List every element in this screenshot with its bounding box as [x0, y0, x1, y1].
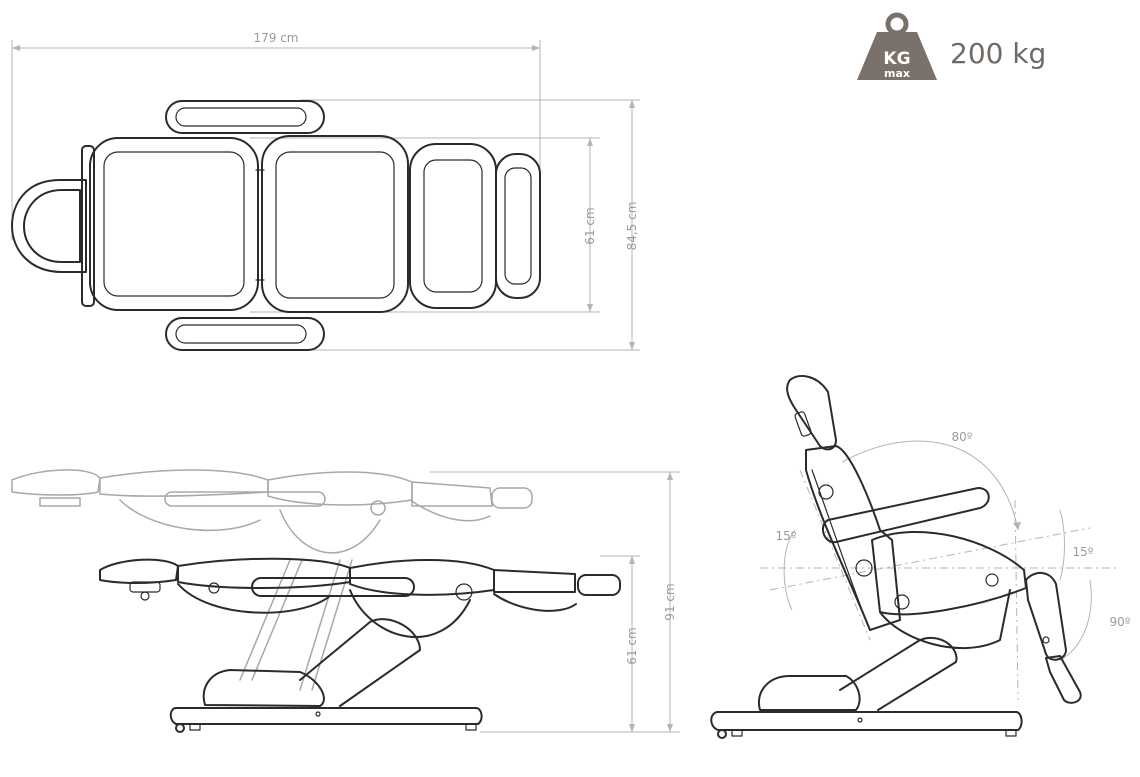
raised-position-ghost — [11, 469, 533, 554]
length-label: 179 cm — [253, 31, 298, 45]
chair-base-side — [169, 618, 483, 733]
total-width-label: 84,5 cm — [625, 202, 639, 251]
backrest-angle-label: 80º — [952, 430, 973, 444]
backrest-side — [805, 445, 901, 631]
backrest-top — [89, 137, 259, 311]
legrest-top — [409, 143, 497, 309]
chair-base-reclined — [710, 637, 1023, 739]
max-weight-badge: KG max 200 kg — [857, 12, 1046, 80]
seat-top — [255, 135, 409, 313]
legrest-side — [1025, 572, 1082, 704]
headrest-top — [11, 145, 95, 307]
weight-badge-sub: max — [884, 67, 910, 80]
max-height-label: 91 cm — [663, 583, 677, 620]
seat-angle-right-label: 15º — [1073, 545, 1094, 559]
footrest-top — [495, 153, 541, 299]
seat-angle-left-label: 15º — [776, 529, 797, 543]
angle-guides: 80º 15º 15º 90º — [760, 430, 1131, 701]
legrest-angle-label: 90º — [1110, 615, 1131, 629]
weight-badge-label: KG — [883, 49, 910, 69]
length-dimension: 179 cm — [11, 31, 541, 240]
seat-width-label: 61 cm — [583, 207, 597, 244]
max-weight-value: 200 kg — [950, 37, 1046, 70]
armrests-top — [165, 100, 325, 351]
lift-struts — [239, 559, 353, 691]
top-view: 179 cm 61 cm 84,5 cm — [11, 31, 640, 351]
armrest-side — [821, 487, 990, 544]
height-dimensions: 91 cm 61 cm — [430, 471, 680, 733]
width-dimensions: 61 cm 84,5 cm — [250, 99, 640, 351]
side-view-reclined: 80º 15º 15º 90º — [710, 375, 1131, 739]
headrest-side — [786, 375, 837, 451]
lowered-chair — [99, 557, 621, 638]
weight-icon — [857, 12, 937, 80]
min-height-label: 61 cm — [625, 627, 639, 664]
seat-side — [855, 530, 1027, 649]
side-view-height: 91 cm 61 cm — [11, 469, 680, 733]
